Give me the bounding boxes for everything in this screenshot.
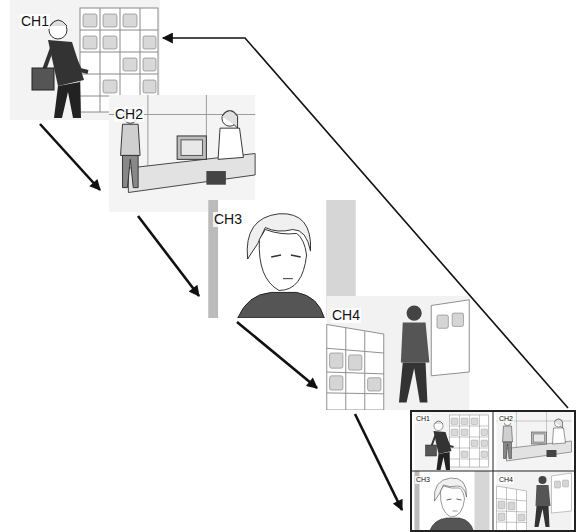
return-arrow [163, 38, 568, 408]
camera-view: CH2 [108, 95, 256, 212]
channel-label: CH2 [114, 107, 144, 122]
split-channel-label: CH2 [498, 415, 514, 423]
channel-label: CH3 [213, 212, 243, 227]
camera-view: CH3 [207, 200, 357, 318]
split-channel-label: CH4 [498, 476, 514, 484]
split-channel-label: CH1 [415, 415, 431, 423]
camera-view: CH4 [325, 296, 471, 410]
sequence-arrow [355, 414, 402, 510]
split-channel-label: CH3 [415, 476, 431, 484]
sequence-arrow [237, 322, 317, 388]
quad-split-view: CH1 CH2CH3 CH4 [410, 410, 576, 532]
sequence-arrow [138, 216, 199, 296]
sequence-arrow [40, 124, 100, 190]
channel-label: CH4 [331, 308, 361, 323]
camera-view: CH1 [10, 0, 160, 120]
channel-label: CH1 [20, 14, 50, 29]
